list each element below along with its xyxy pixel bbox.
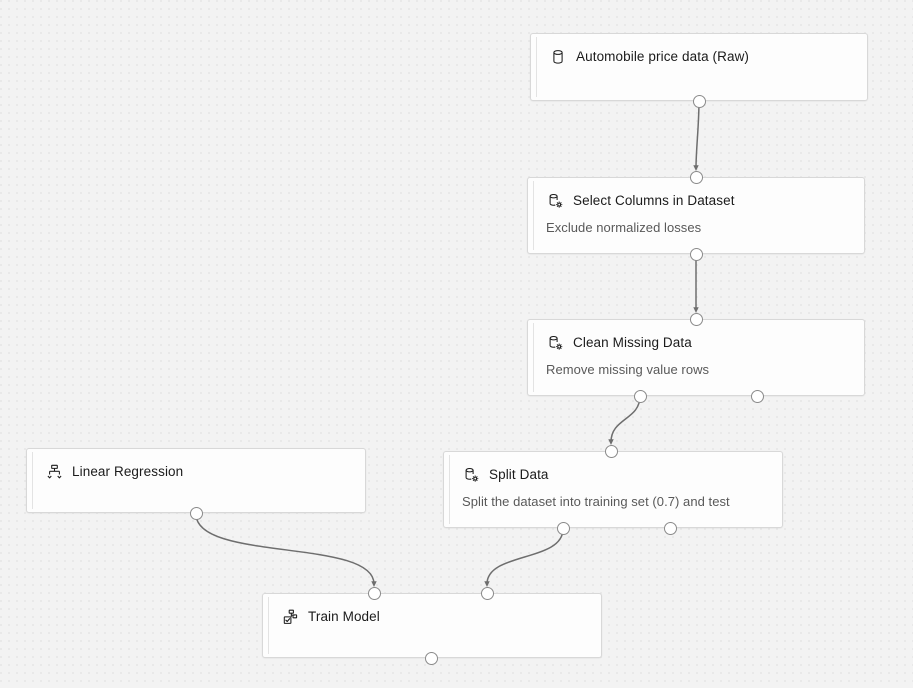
- node-header: Clean Missing Data: [528, 320, 864, 352]
- node-title: Automobile price data (Raw): [576, 49, 750, 64]
- node-header: Linear Regression: [27, 449, 365, 481]
- node-subtitle: Split the dataset into training set (0.7…: [462, 494, 730, 509]
- node-accent-bar: [536, 37, 537, 97]
- database-gear-icon: [546, 334, 564, 352]
- edge-clean-missing-to-split-data[interactable]: [608, 395, 641, 445]
- node-title: Clean Missing Data: [573, 335, 692, 350]
- node-train-model[interactable]: Train Model: [262, 593, 602, 658]
- node-title: Linear Regression: [72, 464, 184, 479]
- node-header: Automobile price data (Raw): [531, 34, 867, 66]
- output-port-clean-missing-data-0[interactable]: [633, 389, 647, 403]
- input-port-split-data-0[interactable]: [604, 444, 618, 458]
- input-port-train-model-0[interactable]: [367, 586, 381, 600]
- output-port-split-data-0[interactable]: [556, 521, 570, 535]
- output-port-select-columns-in-dataset-0[interactable]: [689, 247, 703, 261]
- node-subtitle: Remove missing value rows: [546, 362, 710, 377]
- input-port-clean-missing-data-0[interactable]: [689, 312, 703, 326]
- node-subtitle: Exclude normalized losses: [546, 220, 702, 235]
- node-accent-bar: [32, 452, 33, 509]
- input-port-train-model-1[interactable]: [480, 586, 494, 600]
- train-model-icon: [281, 608, 299, 626]
- node-header: Select Columns in Dataset: [528, 178, 864, 210]
- node-accent-bar: [449, 455, 450, 524]
- output-port-split-data-1[interactable]: [663, 521, 677, 535]
- node-title: Split Data: [489, 467, 549, 482]
- node-title: Train Model: [308, 609, 380, 624]
- node-accent-bar: [268, 597, 269, 654]
- input-port-select-columns-in-dataset-0[interactable]: [689, 170, 703, 184]
- edge-linear-regression-to-train-model[interactable]: [195, 513, 377, 587]
- hierarchy-icon: [45, 463, 63, 481]
- output-port-automobile-price-data-raw-0[interactable]: [692, 94, 706, 108]
- database-gear-icon: [462, 466, 480, 484]
- edge-split-data-to-train-model[interactable]: [484, 528, 564, 587]
- output-port-train-model-0[interactable]: [424, 651, 438, 665]
- output-port-clean-missing-data-1[interactable]: [750, 389, 764, 403]
- node-automobile-price-data-raw[interactable]: Automobile price data (Raw): [530, 33, 868, 101]
- node-header: Split Data: [444, 452, 782, 484]
- node-accent-bar: [533, 181, 534, 250]
- database-gear-icon: [546, 192, 564, 210]
- node-title: Select Columns in Dataset: [573, 193, 735, 208]
- output-port-linear-regression-0[interactable]: [189, 506, 203, 520]
- node-header: Train Model: [263, 594, 601, 626]
- database-icon: [549, 48, 567, 66]
- node-accent-bar: [533, 323, 534, 392]
- edge-dataset-to-select-columns[interactable]: [693, 100, 700, 171]
- node-linear-regression[interactable]: Linear Regression: [26, 448, 366, 513]
